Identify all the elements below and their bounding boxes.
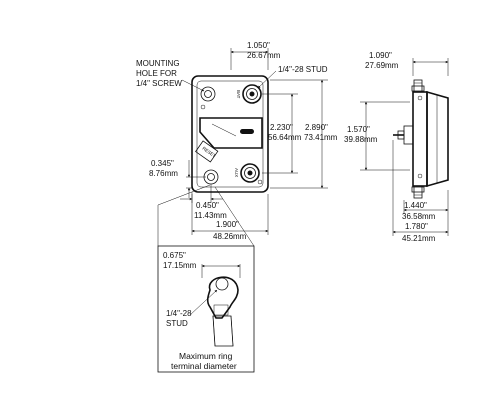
dim-outer-height-in: 2.890" bbox=[305, 123, 328, 132]
dim-width-top: 1.050" 26.67mm bbox=[230, 41, 281, 70]
wire bbox=[212, 315, 234, 347]
dim-side-total-depth-in: 1.780" bbox=[405, 222, 428, 231]
terminal-label-top: BAT bbox=[236, 90, 241, 99]
dim-width-top-in: 1.050" bbox=[247, 41, 270, 50]
side-view: 1.090" 27.69mm 1.570" 39.88mm 1.440" 36.… bbox=[344, 51, 449, 243]
side-stud-top bbox=[411, 79, 425, 93]
dim-width-top-mm: 26.67mm bbox=[247, 51, 281, 60]
screw-hole-bottom-right bbox=[257, 179, 263, 185]
breaker-face bbox=[196, 80, 264, 188]
dim-total-width-in: 1.900" bbox=[216, 220, 239, 229]
stud-terminal-top bbox=[242, 84, 262, 104]
dim-bottom-offset-in: 0.450" bbox=[196, 201, 219, 210]
indicator-slot bbox=[240, 129, 254, 134]
mounting-label-line3: 1/4" SCREW bbox=[136, 79, 182, 88]
dim-side-base-depth: 1.440" 36.58mm bbox=[402, 190, 449, 236]
ring-stud-label-line2: STUD bbox=[166, 319, 188, 328]
ring-terminal bbox=[206, 276, 239, 319]
dim-total-width-mm: 48.26mm bbox=[213, 232, 247, 241]
dim-side-base-depth-mm: 36.58mm bbox=[402, 212, 436, 221]
ring-detail: 0.675" 17.15mm 1/4"-28 STUD Maximum ring… bbox=[157, 184, 255, 373]
stud-label: 1/4"-28 STUD bbox=[278, 65, 328, 74]
dim-side-total-depth: 1.780" 45.21mm bbox=[392, 140, 449, 243]
dim-bottom-offset-mm: 11.43mm bbox=[194, 211, 227, 220]
mounting-label-line1: MOUNTING bbox=[136, 59, 180, 68]
dim-side-depth-top: 1.090" 27.69mm bbox=[365, 51, 449, 76]
dim-inner-height-in: 2.230" bbox=[270, 123, 293, 132]
ring-caption-line1: Maximum ring bbox=[179, 351, 233, 361]
dim-left-offset: 0.345" 8.76mm bbox=[149, 159, 206, 198]
front-view: BAT AUX RESET 1.050" 26.67mm MOUNTING HO… bbox=[136, 41, 338, 241]
dim-inner-height-mm: 56.64mm bbox=[268, 133, 302, 142]
mounting-hole-top bbox=[200, 86, 216, 102]
dim-side-total-depth-mm: 45.21mm bbox=[402, 234, 436, 243]
dim-outer-height: 2.890" 73.41mm bbox=[270, 79, 338, 189]
ring-hole bbox=[215, 277, 229, 291]
dim-side-depth-top-in: 1.090" bbox=[369, 51, 392, 60]
dim-left-offset-mm: 8.76mm bbox=[149, 169, 178, 178]
dim-side-base-depth-in: 1.440" bbox=[404, 201, 427, 210]
dim-ring-diameter-in: 0.675" bbox=[163, 251, 186, 260]
side-stud-bottom bbox=[411, 185, 425, 199]
stud-callout: 1/4"-28 STUD bbox=[257, 65, 328, 89]
ring-caption-line2: terminal diameter bbox=[171, 361, 237, 371]
mounting-hole-bottom bbox=[203, 169, 219, 185]
side-handle bbox=[393, 125, 414, 145]
dim-side-height-mm: 39.88mm bbox=[344, 135, 378, 144]
terminal-label-bottom: AUX bbox=[234, 168, 239, 177]
dim-outer-height-mm: 73.41mm bbox=[304, 133, 338, 142]
dim-bottom-offset: 0.450" 11.43mm bbox=[180, 184, 227, 220]
dim-ring-diameter-mm: 17.15mm bbox=[163, 261, 197, 270]
dim-left-offset-in: 0.345" bbox=[151, 159, 174, 168]
reset-handle bbox=[199, 117, 263, 149]
mounting-label-line2: HOLE FOR bbox=[136, 69, 177, 78]
reset-tab: RESET bbox=[195, 140, 219, 163]
detail-box bbox=[157, 245, 255, 373]
side-base bbox=[412, 91, 428, 187]
ring-stud-label-line1: 1/4"-28 bbox=[166, 309, 192, 318]
dim-side-height-in: 1.570" bbox=[347, 125, 370, 134]
dim-inner-height: 2.230" 56.64mm bbox=[262, 93, 302, 174]
mounting-hole-callout: MOUNTING HOLE FOR 1/4" SCREW bbox=[136, 59, 205, 92]
dim-side-height: 1.570" 39.88mm bbox=[344, 101, 410, 171]
side-body bbox=[426, 90, 449, 188]
dim-total-width: 1.900" 48.26mm bbox=[191, 194, 269, 241]
dim-side-depth-top-mm: 27.69mm bbox=[365, 61, 399, 70]
screw-hole-top-left bbox=[200, 104, 206, 110]
breaker-body bbox=[191, 75, 269, 193]
stud-terminal-bottom bbox=[240, 163, 260, 183]
